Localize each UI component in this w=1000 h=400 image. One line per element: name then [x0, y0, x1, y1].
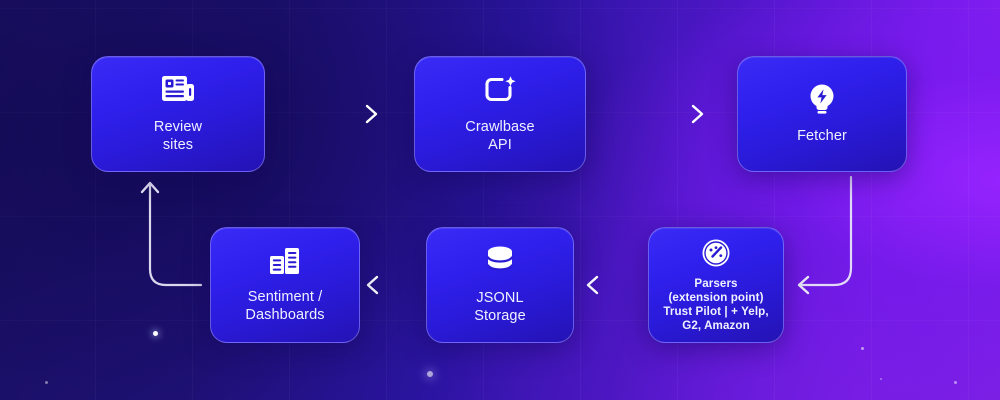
connector-sentiment-to-review — [140, 181, 203, 287]
connector-crawlbase-to-fetcher — [633, 104, 704, 124]
node-parsers[interactable]: Parsers (extension point) Trust Pilot | … — [648, 227, 784, 343]
node-label: Review sites — [153, 119, 203, 153]
node-review-sites[interactable]: Review sites — [91, 56, 265, 172]
connector-jsonl-to-sentiment — [366, 275, 416, 295]
connector-review-to-crawlbase — [322, 104, 378, 124]
node-jsonl-storage[interactable]: JSONL Storage — [426, 227, 574, 343]
node-crawlbase-api[interactable]: Crawlbase API — [414, 56, 586, 172]
bar-chart-icon — [267, 245, 303, 277]
node-label: Crawlbase API — [465, 119, 535, 153]
newspaper-icon — [159, 73, 197, 107]
decorative-dot — [153, 331, 158, 336]
node-sentiment-dashboards[interactable]: Sentiment / Dashboards — [210, 227, 360, 343]
node-label: Fetcher — [797, 128, 847, 145]
decorative-dot — [45, 381, 48, 384]
decorative-dot — [427, 371, 433, 377]
decorative-dot — [954, 381, 957, 384]
node-label: JSONL Storage — [474, 290, 526, 324]
lightbulb-bolt-icon — [805, 82, 839, 116]
database-icon — [482, 244, 518, 278]
connector-fetcher-to-parsers — [797, 175, 853, 295]
gauge-icon — [700, 237, 732, 269]
sparkle-frame-icon — [481, 73, 519, 107]
node-fetcher[interactable]: Fetcher — [737, 56, 907, 172]
decorative-dot — [861, 347, 864, 350]
connector-parsers-to-jsonl — [586, 275, 638, 295]
node-label: Parsers (extension point) Trust Pilot | … — [663, 276, 769, 333]
node-label: Sentiment / Dashboards — [245, 289, 325, 323]
decorative-dot — [880, 378, 882, 380]
